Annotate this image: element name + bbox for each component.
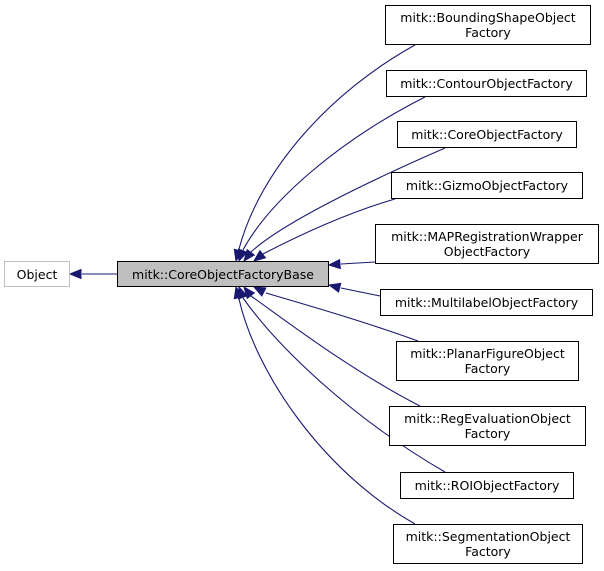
node-gizmo-object-factory[interactable]: mitk::GizmoObjectFactory (391, 172, 583, 199)
edge-reg-evaluation (250, 295, 421, 407)
edge-contour-arrowhead (238, 248, 248, 263)
node-planar-figure-object-factory[interactable]: mitk::PlanarFigureObject Factory (396, 341, 579, 381)
node-contour-object-factory[interactable]: mitk::ContourObjectFactory (386, 70, 587, 97)
node-roi-object-factory[interactable]: mitk::ROIObjectFactory (400, 472, 574, 499)
edge-to-object-arrowhead (68, 268, 82, 280)
edge-roi (242, 297, 446, 473)
edge-core-object-factory-arrowhead (243, 248, 256, 263)
edge-map-registration (340, 261, 376, 265)
node-label-line: Factory (464, 426, 511, 441)
node-label-line: Factory (465, 544, 511, 559)
node-core-object-factory[interactable]: mitk::CoreObjectFactory (397, 121, 577, 148)
edge-multilabel-arrowhead (327, 282, 342, 293)
node-object: Object (4, 261, 70, 287)
node-label-line: mitk::GizmoObjectFactory (405, 178, 569, 193)
node-label-line: mitk::ContourObjectFactory (400, 76, 573, 91)
node-label-line: mitk::CoreObjectFactory (411, 127, 563, 142)
edge-multilabel (340, 287, 381, 297)
node-label-line: Factory (465, 25, 511, 40)
edge-gizmo-arrowhead (252, 249, 267, 262)
edge-gizmo (262, 198, 396, 255)
node-object-label: Object (16, 266, 58, 282)
node-label-line: mitk::SegmentationObject (405, 529, 571, 544)
node-multilabel-object-factory[interactable]: mitk::MultilabelObjectFactory (380, 289, 593, 316)
edge-planar-figure-arrowhead (252, 286, 267, 297)
node-label-line: mitk::MAPRegistrationWrapper (391, 229, 583, 244)
node-reg-evaluation-object-factory[interactable]: mitk::RegEvaluationObject Factory (389, 406, 586, 446)
edge-planar-figure (265, 292, 419, 342)
edge-bounding-shape (238, 44, 416, 250)
edge-segmentation (238, 298, 416, 525)
node-label-line: mitk::BoundingShapeObject (400, 10, 576, 25)
node-segmentation-object-factory[interactable]: mitk::SegmentationObject Factory (393, 524, 583, 564)
node-core-object-factory-base: mitk::CoreObjectFactoryBase (117, 261, 329, 287)
edge-map-registration-arrowhead (327, 258, 341, 270)
node-label-line: mitk::MultilabelObjectFactory (394, 295, 579, 310)
node-map-registration-wrapper-object-factory[interactable]: mitk::MAPRegistrationWrapper ObjectFacto… (375, 224, 599, 264)
node-label-line: mitk::ROIObjectFactory (414, 478, 560, 493)
edge-contour (242, 96, 426, 251)
edge-segmentation-arrowhead (233, 285, 244, 300)
node-core-object-factory-base-label: mitk::CoreObjectFactoryBase (132, 266, 314, 282)
node-bounding-shape-object-factory[interactable]: mitk::BoundingShapeObject Factory (385, 5, 591, 45)
node-label-line: mitk::RegEvaluationObject (404, 411, 571, 426)
node-label-line: mitk::PlanarFigureObject (410, 346, 565, 361)
node-label-line: ObjectFactory (443, 244, 531, 259)
edge-core-object-factory (250, 147, 446, 253)
node-label-line: Factory (464, 361, 511, 376)
